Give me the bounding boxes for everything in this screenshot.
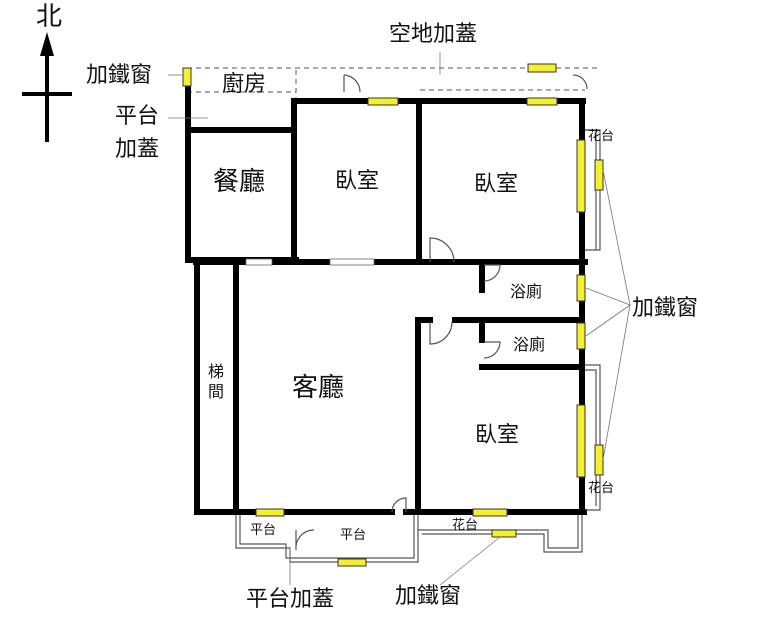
- north-arrow-icon: [22, 32, 72, 142]
- platform-cover-label-1: 平台: [115, 104, 160, 129]
- leader-lines: [168, 52, 631, 586]
- wall-openings: [245, 258, 375, 266]
- bedroom-2-label: 臥室: [474, 172, 519, 197]
- platform-cover-label-2: 加蓋: [115, 137, 160, 162]
- flower-bed-label-2: 花台: [588, 481, 615, 496]
- bathroom-1-label: 浴廁: [510, 282, 543, 301]
- dining-room-label: 餐廳: [213, 167, 266, 197]
- platform-cover-label-bottom: 平台加蓋: [246, 587, 335, 612]
- platform-2-label: 平台: [340, 528, 367, 543]
- stairwell-label: 梯間: [208, 362, 225, 401]
- bedroom-1-label: 臥室: [335, 169, 380, 194]
- iron-window-label-top: 加鐵窗: [86, 63, 153, 88]
- kitchen-label: 廚房: [222, 72, 267, 97]
- flower-bed-label-1: 花台: [588, 129, 615, 144]
- doors: [295, 74, 588, 551]
- platform-1-label: 平台: [250, 523, 277, 538]
- north-label: 北: [36, 2, 63, 32]
- flower-bed-label-3: 花台: [452, 518, 479, 533]
- bathroom-2-label: 浴廁: [513, 335, 546, 354]
- bedroom-3-label: 臥室: [475, 423, 520, 448]
- open-space-cover-label: 空地加蓋: [389, 22, 478, 47]
- iron-window-label-right: 加鐵窗: [632, 296, 699, 321]
- iron-window-label-bottom: 加鐵窗: [395, 584, 462, 609]
- living-room-label: 客廳: [292, 373, 345, 403]
- iron-windows: [182, 63, 604, 567]
